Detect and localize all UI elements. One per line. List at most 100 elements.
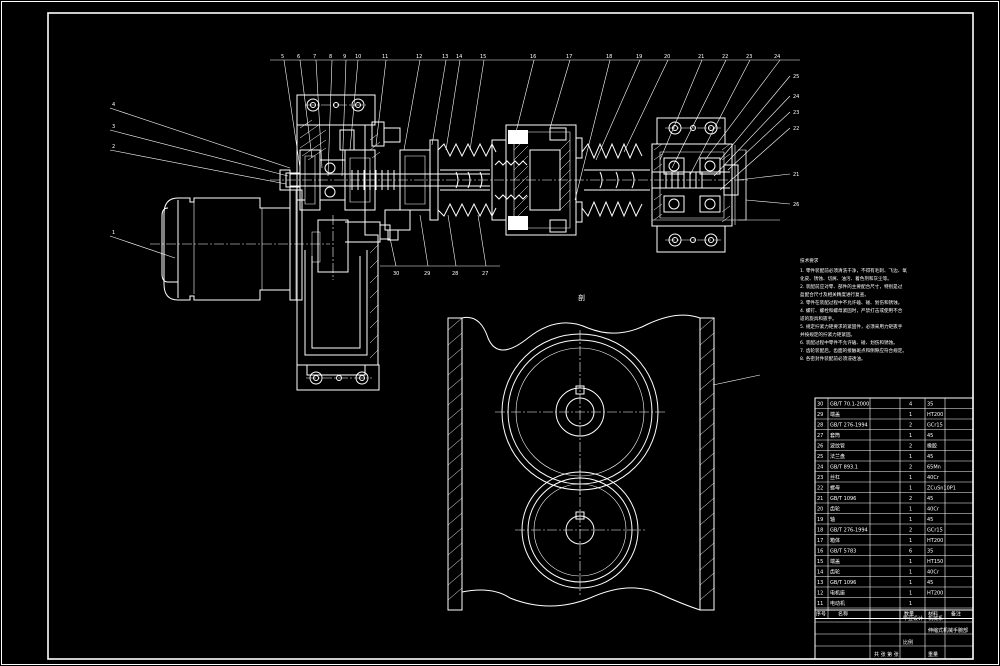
- bom-row-qty: 1: [909, 475, 912, 481]
- bom-row-name: 轴: [830, 516, 835, 523]
- bom-row-qty: 1: [909, 486, 912, 492]
- bom-row-material: 45: [927, 496, 933, 502]
- tech-note-9: 6. 装配过程中零件不允许磕、碰、划伤和锈蚀。: [800, 339, 898, 346]
- bom-row-qty: 1: [909, 433, 912, 439]
- label-top-13: 18: [606, 54, 612, 60]
- label-2: 2: [112, 144, 115, 150]
- bom-row-qty: 2: [909, 444, 912, 450]
- bom-row-qty: 2: [909, 465, 912, 471]
- label-right-1: 24: [793, 94, 799, 100]
- bom-row-name: 法兰盘: [830, 453, 845, 460]
- bom-row-no: 25: [817, 454, 823, 460]
- bom-row-material: ZCuSn10P1: [927, 486, 956, 492]
- part-number-labels: 4 3 2 1 5 6 7 8 9 10 11 12 13 14 15 16 1…: [112, 54, 799, 277]
- label-top-9: 14: [456, 54, 462, 60]
- bom-row-no: 19: [817, 517, 823, 523]
- bom-row-material: HT200: [927, 538, 943, 544]
- tech-note-7: 5. 规定拧紧力矩要求的紧固件，必须采用力矩扳手: [800, 323, 903, 330]
- bom-row-name: 端盖: [830, 558, 840, 565]
- bellows-right: [581, 142, 650, 218]
- label-top-19: 24: [774, 54, 780, 60]
- tech-notes-title: 技术要求: [800, 257, 819, 264]
- label-4: 4: [112, 102, 115, 108]
- bom-row-qty: 2: [909, 496, 912, 502]
- bom-row-material: 45: [927, 433, 933, 439]
- bom-row-no: 30: [817, 402, 823, 408]
- label-top-4: 9: [343, 54, 346, 60]
- label-bottom-3: 27: [482, 271, 488, 277]
- gear-section-view: [447, 314, 715, 611]
- section-mark: 剖: [578, 293, 585, 302]
- label-top-8: 13: [442, 54, 448, 60]
- bom-row-name: GB/T 276-1994: [830, 423, 868, 429]
- bom-row-qty: 2: [909, 528, 912, 534]
- bom-row-no: 11: [817, 601, 823, 607]
- bom-row-material: 35: [927, 549, 933, 555]
- bom-row-material: 45: [927, 580, 933, 586]
- bom-row-qty: 1: [909, 517, 912, 523]
- tech-note-6: 适的旋具和扳手。: [800, 315, 837, 322]
- bom-row-name: GB/T 893.1: [830, 465, 858, 471]
- bom-header-qty: 数量: [904, 611, 914, 618]
- bom-row-no: 20: [817, 507, 823, 513]
- tech-note-4: 3. 零件在装配过程中不允许磕、碰、划伤和锈蚀。: [800, 299, 902, 306]
- housing-hatching: [299, 119, 381, 359]
- leader-lines: [109, 59, 800, 386]
- label-bottom-2: 28: [452, 271, 458, 277]
- bom-row-qty: 1: [909, 591, 912, 597]
- title-sheet: 共 张 第 张: [874, 651, 899, 658]
- bom-row-material: 40Cr: [927, 570, 940, 576]
- bom-row-material: HT200: [927, 412, 943, 418]
- motor: [150, 197, 330, 301]
- bom-row-qty: 6: [909, 549, 912, 555]
- label-top-11: 16: [530, 54, 536, 60]
- label-bottom-1: 29: [424, 271, 430, 277]
- bom-row-name: GB/T 1096: [830, 496, 856, 502]
- bom-row-qty: 1: [909, 454, 912, 460]
- bom-header-note: 备注: [951, 611, 961, 618]
- bom-row-no: 21: [817, 496, 823, 502]
- label-right-2: 23: [793, 110, 799, 116]
- title-weight: 重量: [928, 651, 938, 658]
- bom-row-name: GB/T 70.1-2000: [830, 402, 869, 408]
- bom-row-no: 18: [817, 528, 823, 534]
- bom-row-no: 17: [817, 538, 823, 544]
- flange-hatching: [653, 143, 731, 223]
- label-right-3: 22: [793, 126, 799, 132]
- bom-row-qty: 1: [909, 507, 912, 513]
- bom-row-name: GB/T 276-1994: [830, 528, 868, 534]
- label-bottom-0: 30: [393, 271, 399, 277]
- bom-row-no: 23: [817, 475, 823, 481]
- bom-row-no: 13: [817, 580, 823, 586]
- label-top-5: 10: [355, 54, 361, 60]
- tech-note-3: 盈配合尺寸及相关精度进行复查。: [800, 291, 869, 298]
- title-name: 伸缩式机械手腕部: [928, 627, 968, 634]
- bom-row-no: 28: [817, 423, 823, 429]
- label-top-6: 11: [382, 54, 388, 60]
- label-top-18: 23: [746, 54, 752, 60]
- bom-row-name: 电机座: [830, 590, 845, 597]
- label-3: 3: [112, 124, 115, 130]
- screw-nut-housing: [491, 124, 583, 236]
- label-top-1: 6: [297, 54, 300, 60]
- bom-row-material: 40Cr: [927, 507, 940, 513]
- bom-row-material: HT200: [927, 591, 943, 597]
- bom-row-qty: 1: [909, 559, 912, 565]
- title-school: 毕业设计: [903, 615, 923, 622]
- bom-row-material: 45: [927, 517, 933, 523]
- label-top-16: 21: [698, 54, 704, 60]
- label-top-3: 8: [329, 54, 332, 60]
- tech-note-8: 并按规定的拧紧力矩紧固。: [800, 331, 855, 338]
- tech-note-10: 7. 齿轮装配后，齿面的接触斑点和侧隙应符合规定。: [800, 347, 907, 354]
- bom-header-name: 名称: [838, 611, 848, 618]
- bom-row-qty: 2: [909, 423, 912, 429]
- label-right-0: 25: [793, 74, 799, 80]
- tech-note-0: 1. 零件装配前必须清洗干净，不得有毛刺、飞边、氧: [800, 267, 907, 274]
- bom-row-material: 45: [927, 454, 933, 460]
- bom-row-material: GCr15: [927, 528, 943, 534]
- bom-row-qty: 4: [909, 402, 912, 408]
- bom-row-no: 15: [817, 559, 823, 565]
- bom-row-name: 箱体: [830, 537, 840, 544]
- bom-row-material: 橡胶: [927, 443, 937, 450]
